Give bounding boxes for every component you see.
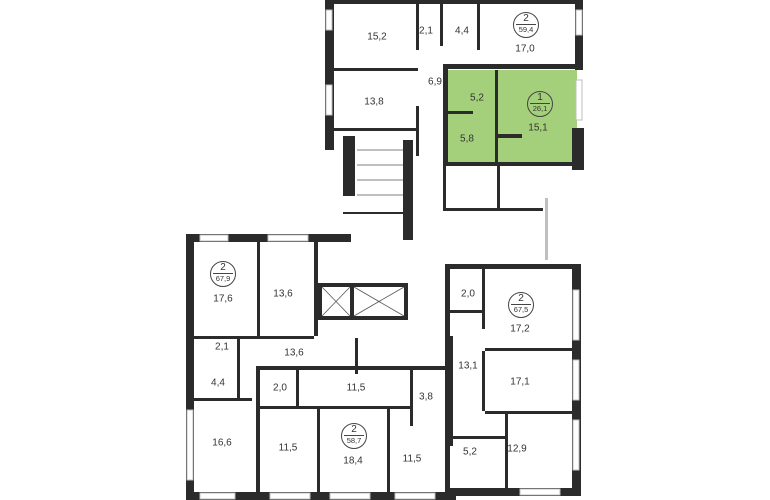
room-area: 17,0 (515, 43, 535, 55)
room-area: 2,0 (461, 288, 475, 300)
apartment-rooms: 2 (511, 293, 531, 305)
apartment-rooms: 1 (530, 92, 550, 104)
apartment-area: 26,1 (532, 104, 548, 113)
apartment-area: 67,5 (513, 305, 529, 314)
room-area: 5,2 (470, 92, 484, 104)
room-area: 4,4 (211, 377, 225, 389)
room-area: 13,6 (284, 347, 304, 359)
room-area: 15,2 (367, 31, 387, 43)
room-area: 2,1 (419, 25, 433, 37)
room-area: 16,6 (212, 437, 232, 449)
room-area: 15,1 (528, 122, 548, 134)
apartment-rooms: 2 (344, 424, 364, 436)
room-area: 3,8 (419, 391, 433, 403)
room-area: 17,1 (510, 376, 530, 388)
room-area: 11,5 (346, 382, 366, 394)
highlighted-apartment-fill[interactable] (447, 70, 577, 165)
room-area: 17,2 (510, 323, 530, 335)
apartment-rooms: 2 (213, 262, 233, 274)
room-area: 12,9 (507, 443, 527, 455)
room-area: 13,6 (273, 288, 293, 300)
room-area: 11,5 (278, 442, 298, 454)
room-area: 17,6 (213, 293, 233, 305)
apartment-area: 59,4 (518, 25, 534, 34)
room-area: 5,8 (460, 133, 474, 145)
apartment-area: 58,7 (346, 436, 362, 445)
room-area: 2,1 (215, 341, 229, 353)
room-area: 13,1 (458, 360, 478, 372)
room-area: 6,9 (428, 76, 442, 88)
room-area: 11,5 (402, 453, 422, 465)
room-area: 2,0 (273, 382, 287, 394)
room-area: 4,4 (455, 25, 469, 37)
room-area: 13,8 (364, 96, 384, 108)
apartment-area: 67,9 (215, 274, 231, 283)
room-area: 5,2 (463, 446, 477, 458)
room-area: 18,4 (343, 455, 363, 467)
apartment-rooms: 2 (516, 13, 536, 25)
